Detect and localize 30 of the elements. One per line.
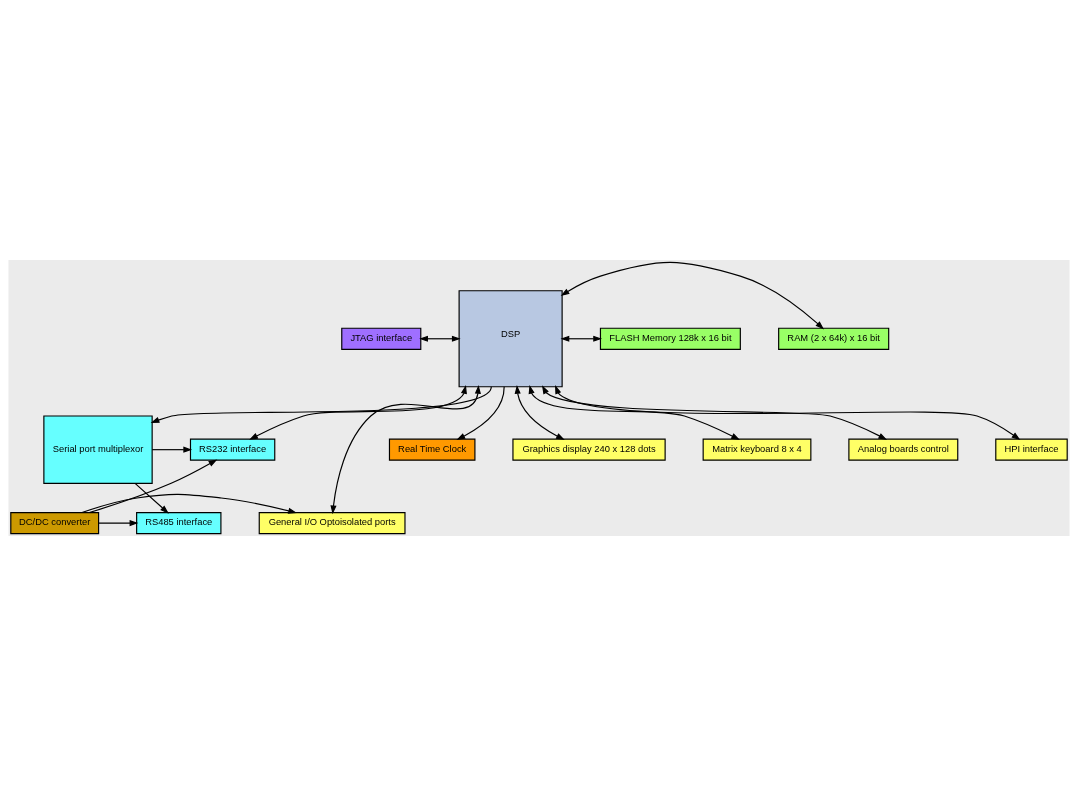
arrow bbox=[541, 385, 888, 440]
node-box: JTAG interface bbox=[341, 327, 422, 350]
node-box: FLASH Memory 128k x 16 bit bbox=[599, 327, 741, 350]
arrow bbox=[560, 335, 603, 342]
arrow bbox=[330, 385, 481, 515]
arrow bbox=[88, 459, 218, 514]
arrow bbox=[514, 385, 565, 440]
arrow bbox=[81, 493, 297, 514]
arrow bbox=[150, 386, 492, 423]
node-box: Graphics display 240 x 128 dots bbox=[512, 438, 666, 461]
node-box: Serial port multiplexor bbox=[43, 415, 153, 484]
arrow bbox=[419, 335, 461, 342]
arrow bbox=[456, 386, 505, 440]
node-box: Real Time Clock bbox=[388, 438, 476, 461]
arrow bbox=[560, 261, 825, 330]
node-box: Matrix keyboard 8 x 4 bbox=[702, 438, 812, 461]
node-box: Analog boards control bbox=[848, 438, 959, 461]
node-box: DSP bbox=[458, 290, 563, 388]
node-box: HPI interface bbox=[995, 438, 1068, 461]
node-box: DC/DC converter bbox=[10, 512, 100, 535]
arrow bbox=[134, 482, 169, 514]
arrow bbox=[528, 385, 740, 440]
arrow bbox=[249, 385, 467, 440]
arrow bbox=[151, 446, 193, 453]
node-box: General I/O Optoisolated ports bbox=[258, 512, 406, 535]
arrow bbox=[98, 520, 139, 527]
node-box: RS232 interface bbox=[189, 438, 276, 461]
node-box: RS485 interface bbox=[136, 512, 222, 535]
node-box: RAM (2 x 64k) x 16 bit bbox=[778, 327, 890, 350]
arrow bbox=[555, 385, 1021, 441]
